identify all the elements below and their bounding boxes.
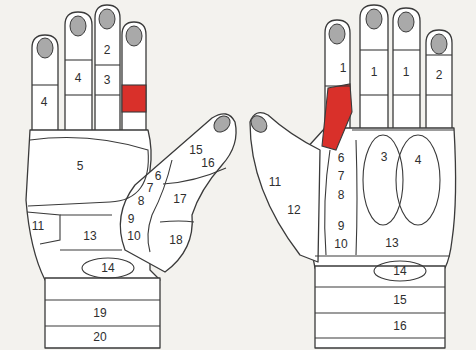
hand-outline — [315, 255, 450, 256]
hand-outline — [393, 49, 420, 50]
callout-number: 4 — [75, 72, 82, 84]
hand-outline — [329, 24, 345, 44]
callout-number: 13 — [83, 230, 96, 242]
callout-number: 3 — [104, 74, 111, 86]
hand-outline — [211, 113, 234, 136]
callout-number: 1 — [340, 62, 347, 74]
hand-outline — [160, 221, 194, 222]
hand-outline — [60, 249, 122, 250]
hand-outline — [122, 85, 146, 112]
callout-number: 8 — [338, 189, 345, 201]
hand-outline — [70, 16, 86, 36]
callout-number: 6 — [155, 170, 162, 182]
callout-number: 9 — [338, 220, 345, 232]
callout-number: 3 — [381, 151, 388, 163]
callout-number: 14 — [101, 262, 114, 274]
callout-number: 1 — [403, 66, 410, 78]
hand-outline — [360, 94, 388, 95]
hand-outline — [45, 325, 160, 326]
hand-outline — [393, 94, 420, 95]
callout-number: 12 — [287, 204, 300, 216]
hand-outline — [398, 12, 414, 32]
callout-number: 16 — [393, 320, 406, 332]
callout-number: 8 — [138, 195, 145, 207]
callout-number: 10 — [334, 238, 347, 250]
hand-outline — [393, 8, 420, 132]
hand-outline — [248, 113, 270, 136]
hand-outline — [65, 94, 92, 95]
hand-outline — [356, 140, 357, 255]
hand-outline — [28, 138, 148, 206]
callout-number: 7 — [147, 182, 154, 194]
callout-number: 4 — [41, 96, 48, 108]
right-nails — [248, 9, 447, 135]
hand-outline — [32, 84, 58, 85]
hand-outline — [426, 94, 452, 95]
hand-outline — [120, 114, 236, 272]
callout-number: 2 — [104, 44, 111, 56]
hand-outline — [45, 278, 160, 348]
callout-number: 5 — [77, 160, 84, 172]
right-hand-zones — [315, 50, 454, 338]
hand-outline — [250, 113, 320, 262]
callout-number: 14 — [393, 265, 406, 277]
hand-outline — [374, 261, 426, 281]
hand-outline — [426, 30, 452, 135]
callout-number: 11 — [32, 220, 44, 232]
callout-number: 15 — [393, 294, 406, 306]
hand-outline — [315, 337, 445, 338]
callout-number: 1 — [371, 66, 378, 78]
hand-outline — [122, 22, 146, 132]
hand-outline — [315, 312, 445, 313]
callout-number: 17 — [173, 193, 186, 205]
left-nails — [37, 9, 233, 135]
hand-outline — [32, 35, 58, 135]
hand-outline — [65, 59, 92, 60]
hand-outline — [431, 34, 447, 54]
hand-outline — [325, 85, 350, 86]
left-hand-zones — [27, 60, 226, 326]
hand-outline — [163, 168, 226, 184]
callout-number: 15 — [189, 144, 202, 156]
hand-outline — [363, 135, 403, 225]
hand-outline — [65, 12, 92, 132]
hand-outline — [360, 5, 388, 132]
hand-outline — [27, 212, 60, 244]
callout-number: 20 — [93, 331, 106, 343]
hand-outline — [95, 94, 120, 95]
hand-outline — [99, 9, 115, 29]
callout-number: 6 — [338, 152, 345, 164]
hand-outline — [366, 9, 382, 29]
left-hand — [26, 5, 236, 348]
hand-outline — [45, 299, 160, 300]
hand-outline — [82, 258, 134, 278]
right-hand — [250, 5, 456, 348]
hand-outline — [60, 214, 112, 215]
callout-number: 4 — [415, 154, 422, 166]
callout-number: 2 — [436, 69, 443, 81]
hand-outline — [37, 38, 53, 58]
hand-outline — [396, 135, 440, 225]
callout-number: 13 — [385, 237, 398, 249]
hand-outline — [322, 84, 352, 150]
hand-outline — [360, 49, 388, 50]
hand-outline — [126, 26, 142, 46]
callout-number: 7 — [338, 170, 345, 182]
callout-number: 18 — [169, 234, 182, 246]
hand-outline — [325, 150, 330, 255]
hand-outline — [352, 129, 454, 130]
hand-outline — [95, 5, 120, 132]
hand-outline — [315, 266, 445, 348]
hand-outline — [315, 286, 445, 287]
callout-number: 11 — [269, 176, 281, 188]
callout-number: 9 — [128, 213, 135, 225]
hand-outline — [426, 54, 452, 55]
callout-number: 10 — [127, 230, 140, 242]
hand-outline — [305, 128, 456, 268]
callout-number: 19 — [93, 307, 106, 319]
callout-number: 16 — [201, 157, 214, 169]
hand-outline — [148, 160, 172, 252]
hand-outline — [95, 64, 120, 65]
